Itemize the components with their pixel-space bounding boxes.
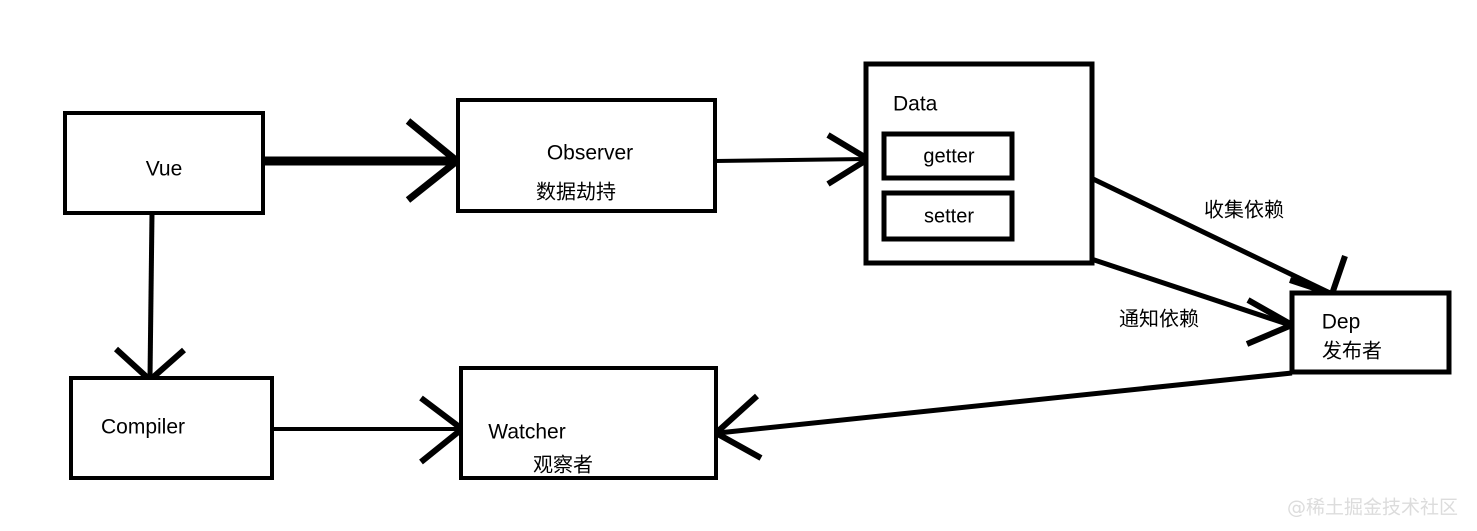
node-observer-sublabel: 数据劫持 [536, 180, 616, 204]
node-getter-label: getter [923, 145, 974, 167]
edge-vue-to-observer [263, 118, 463, 203]
node-observer[interactable]: Observer 数据劫持 [456, 98, 717, 213]
node-observer-label: Observer [547, 142, 633, 165]
edge-label-collect-dependency: 收集依赖 [1204, 198, 1284, 222]
edge-observer-to-data [714, 132, 874, 187]
node-data[interactable]: Data getter setter [863, 61, 1095, 266]
edge-label-notify-dependency: 通知依赖 [1119, 307, 1199, 331]
node-dep-sublabel: 发布者 [1322, 339, 1382, 363]
node-compiler-label: Compiler [101, 416, 185, 439]
watermark-text: @稀土掘金技术社区 [1287, 497, 1458, 519]
edge-dep-to-watcher [710, 370, 1293, 461]
node-dep[interactable]: Dep 发布者 [1289, 290, 1452, 375]
node-watcher-label: Watcher [488, 421, 565, 444]
node-setter-label: setter [924, 205, 974, 227]
node-setter[interactable]: setter [881, 190, 1015, 242]
node-vue[interactable]: Vue [63, 111, 265, 215]
node-vue-label: Vue [146, 158, 183, 181]
node-getter[interactable]: getter [881, 131, 1015, 181]
edge-vue-to-compiler [113, 212, 186, 385]
node-dep-label: Dep [1322, 311, 1361, 334]
node-watcher-sublabel: 观察者 [533, 453, 593, 477]
edge-compiler-to-watcher [272, 395, 467, 465]
node-compiler[interactable]: Compiler [69, 376, 274, 480]
node-data-label: Data [893, 93, 938, 116]
node-watcher[interactable]: Watcher 观察者 [459, 366, 718, 480]
